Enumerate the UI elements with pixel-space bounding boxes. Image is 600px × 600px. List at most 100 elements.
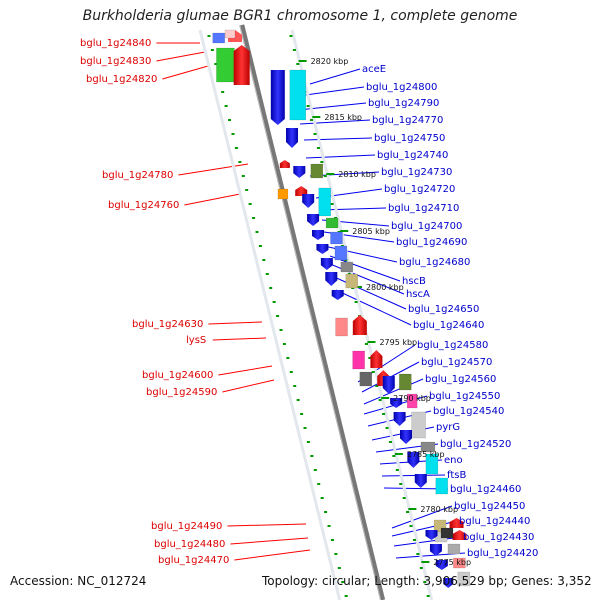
gene-label-right: bglu_1g24680	[399, 257, 470, 268]
leader-line	[381, 474, 446, 477]
reverse-cds-arrow	[320, 258, 333, 270]
cds-block	[325, 217, 339, 229]
scale-label: 2790 kbp	[393, 394, 431, 403]
gene-label-left: bglu_1g24780	[102, 170, 173, 181]
cds-block	[352, 350, 365, 370]
gene-label-right: bglu_1g24740	[377, 150, 448, 161]
gene-label-right: bglu_1g24540	[433, 406, 504, 417]
scale-label: 2820 kbp	[311, 57, 349, 66]
gene-label-left: bglu_1g24840	[80, 38, 151, 49]
gene-label-right: bglu_1g24580	[417, 340, 488, 351]
scale-label: 2815 kbp	[324, 113, 362, 122]
gene-label-right: pyrG	[436, 422, 460, 433]
scale-label: 2805 kbp	[352, 227, 390, 236]
scale-label: 2795 kbp	[379, 338, 417, 347]
forward-cds-arrow	[370, 350, 383, 368]
leader-line	[218, 365, 273, 376]
gene-label-left: bglu_1g24630	[132, 319, 203, 330]
leader-line	[234, 549, 311, 561]
cds-block	[399, 373, 412, 391]
gene-label-right: bglu_1g24460	[450, 484, 521, 495]
leader-line	[184, 193, 241, 206]
gene-label-left: bglu_1g24760	[108, 200, 179, 211]
gene-label-right: bglu_1g24420	[467, 548, 538, 559]
gene-label-left: bglu_1g24480	[154, 539, 225, 550]
forward-cds-arrow	[279, 160, 290, 168]
gene-label-right: bglu_1g24440	[459, 516, 530, 527]
leader-line	[393, 536, 462, 547]
accession-text: Accession: NC_012724	[10, 574, 147, 588]
gene-label-right: bglu_1g24650	[408, 304, 479, 315]
forward-cds-arrow	[452, 530, 467, 540]
reverse-cds-arrow	[407, 452, 420, 468]
cds-block	[457, 571, 471, 587]
leader-line	[329, 255, 401, 282]
gene-label-right: bglu_1g24730	[381, 167, 452, 178]
forward-cds-arrow	[295, 186, 308, 196]
leader-line	[208, 321, 263, 325]
reverse-cds-arrow	[286, 128, 299, 148]
reverse-cds-arrow	[435, 560, 448, 570]
gene-label-right: bglu_1g24450	[454, 501, 525, 512]
cds-block	[447, 543, 461, 555]
leader-line	[297, 102, 367, 111]
leader-line	[331, 275, 407, 310]
topology-summary: Topology: circular; Length: 3,906,529 bp…	[262, 574, 592, 588]
forward-cds-arrow	[449, 518, 464, 528]
scale-label: 2775 kbp	[433, 558, 471, 567]
leader-line	[227, 523, 307, 527]
forward-cds-arrow	[233, 45, 250, 85]
gene-label-right: bglu_1g24570	[421, 357, 492, 368]
leader-line	[391, 505, 453, 529]
leader-line	[305, 154, 376, 159]
reverse-cds-arrow	[443, 578, 454, 588]
leader-line	[303, 137, 373, 141]
leader-line	[335, 289, 412, 326]
gene-label-left: bglu_1g24820	[86, 74, 157, 85]
reverse-cds-arrow	[312, 230, 324, 240]
cds-block	[425, 453, 439, 475]
gene-label-left: bglu_1g24590	[146, 387, 217, 398]
cds-block	[289, 69, 307, 121]
reverse-cds-arrow	[425, 530, 438, 540]
leader-line	[299, 119, 371, 125]
gene-label-left: bglu_1g24470	[158, 555, 229, 566]
cds-block	[277, 188, 289, 200]
gene-label-right: ftsB	[447, 470, 466, 481]
cds-block	[420, 441, 436, 453]
gene-label-left: lysS	[186, 335, 206, 346]
gene-label-right: hscB	[402, 276, 426, 287]
map-title: Burkholderia glumae BGR1 chromosome 1, c…	[82, 8, 518, 24]
reverse-cds-arrow	[400, 430, 412, 444]
forward-cds-arrow	[352, 315, 367, 335]
backbone-line	[239, 24, 386, 600]
leader-line	[222, 379, 275, 393]
leader-line	[162, 65, 209, 80]
cds-block	[359, 371, 373, 387]
reverse-cds-arrow	[429, 544, 442, 556]
gene-label-left: bglu_1g24830	[80, 56, 151, 67]
cds-block	[453, 557, 466, 569]
scale-label: 2780 kbp	[420, 505, 458, 514]
gene-label-left: bglu_1g24600	[142, 370, 213, 381]
reverse-cds-arrow	[331, 290, 344, 300]
leader-line	[178, 163, 249, 176]
reverse-cds-arrow	[390, 398, 403, 408]
gene-label-left: bglu_1g24490	[151, 521, 222, 532]
scale-label: 2800 kbp	[366, 283, 404, 292]
gene-label-right: bglu_1g24800	[366, 82, 437, 93]
gene-label-right: bglu_1g24770	[372, 115, 443, 126]
cds-block	[335, 317, 348, 337]
gene-label-right: bglu_1g24560	[425, 374, 496, 385]
reverse-cds-arrow	[307, 214, 320, 226]
reverse-cds-arrow	[293, 166, 306, 178]
cds-block	[224, 29, 236, 39]
cds-block	[406, 393, 418, 409]
gene-label-right: hscA	[406, 289, 430, 300]
gene-label-right: bglu_1g24550	[429, 391, 500, 402]
leader-line	[230, 537, 309, 545]
cds-block	[216, 47, 235, 83]
gene-label-right: bglu_1g24430	[463, 532, 534, 543]
gene-label-right: bglu_1g24520	[440, 439, 511, 450]
